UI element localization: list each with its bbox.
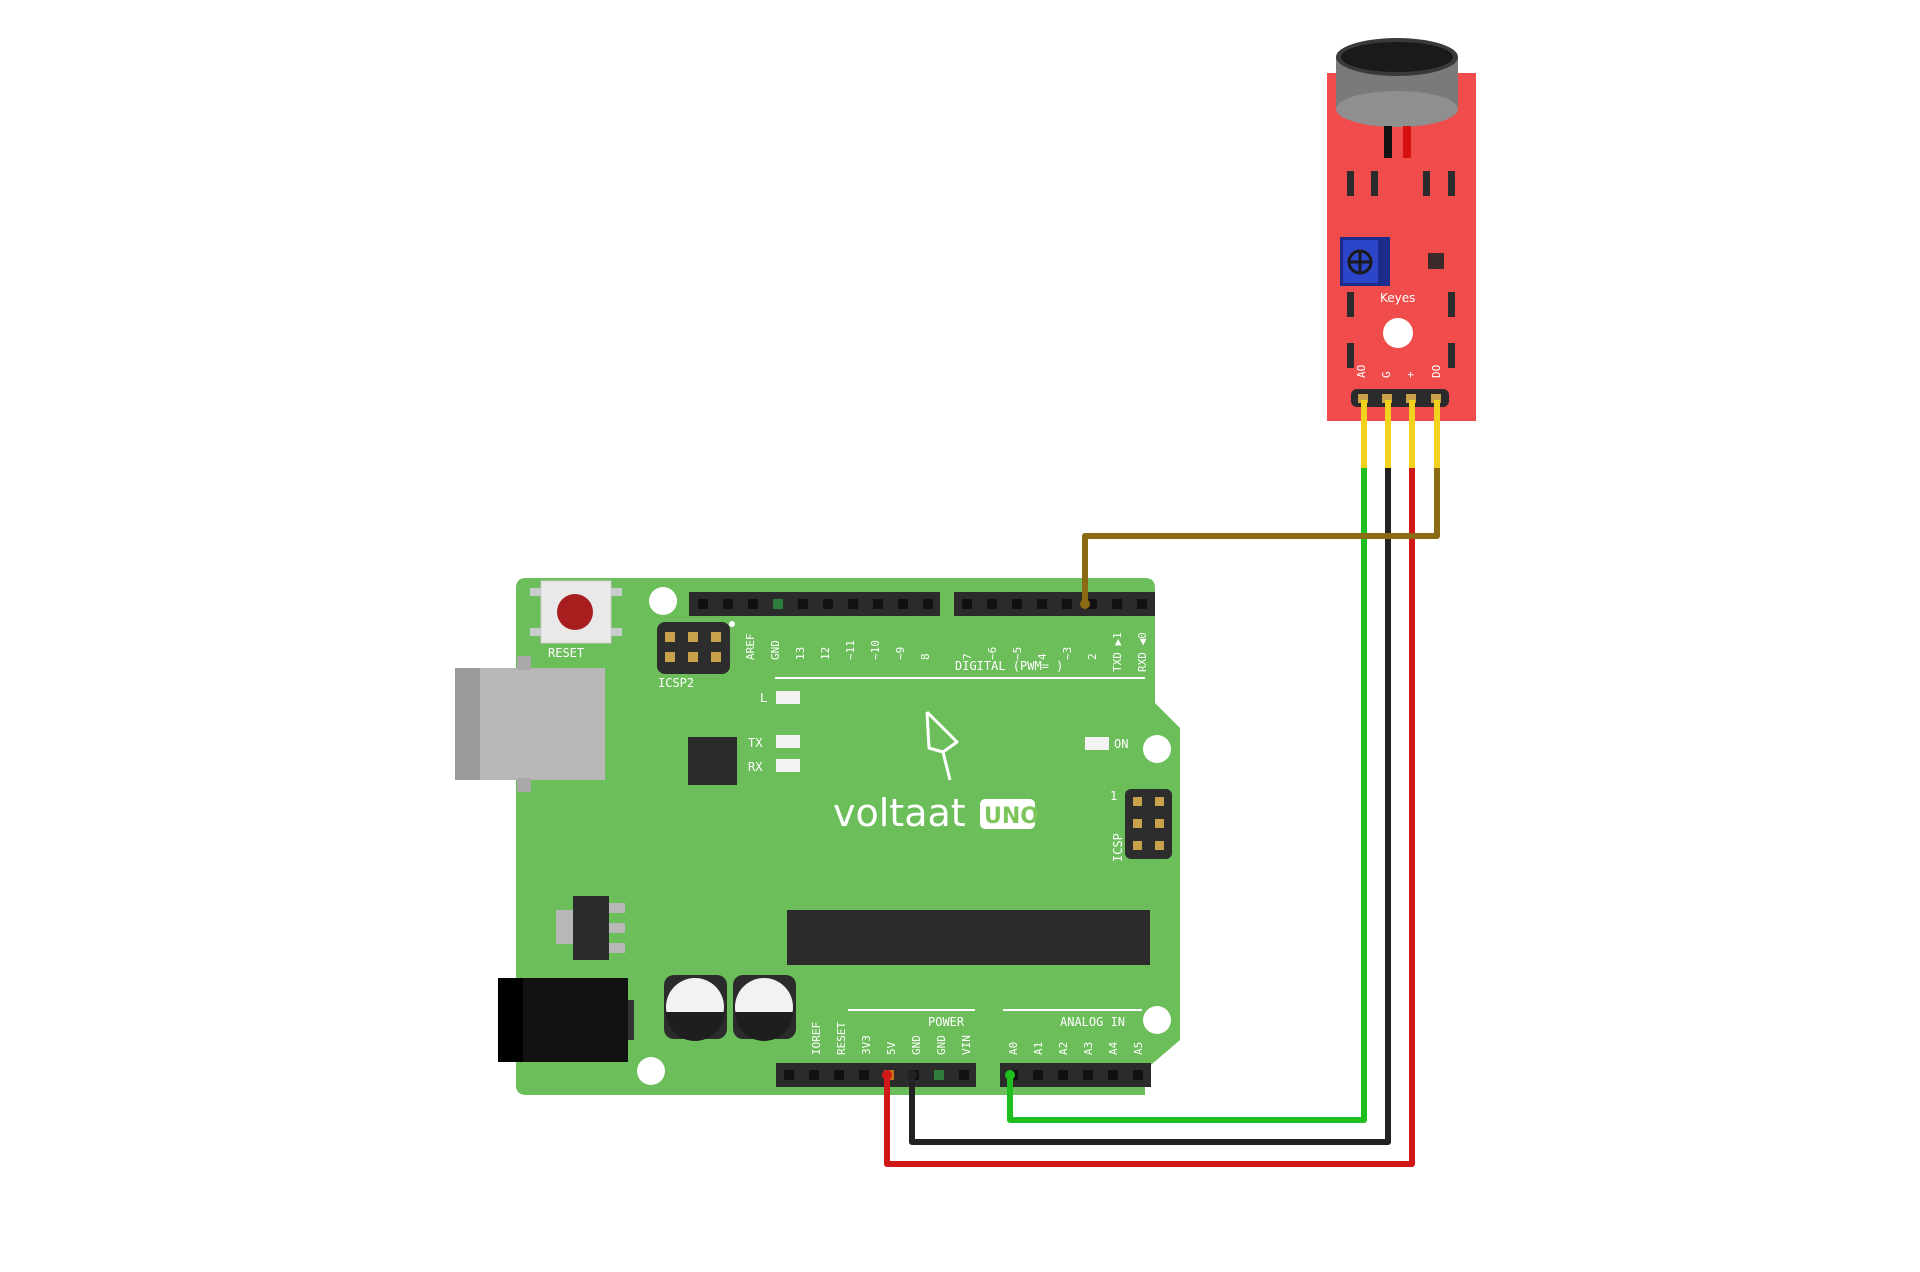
icsp2-header	[657, 621, 735, 674]
pin-label: VIN	[960, 1035, 973, 1055]
reset-button[interactable]	[530, 580, 622, 644]
smd-components	[1347, 171, 1455, 368]
pin-label: A1	[1032, 1042, 1045, 1055]
usb-connector	[455, 656, 605, 792]
pin-label: 13	[794, 647, 807, 660]
pin-label: GND	[935, 1035, 948, 1055]
module-pin-legs	[1361, 400, 1440, 468]
analog-label: ANALOG IN	[1060, 1015, 1125, 1029]
power-pin-labels: IOREF RESET 3V3 5V GND GND VIN	[810, 1022, 973, 1055]
pin-label: A2	[1057, 1042, 1070, 1055]
pin-label: 8	[919, 653, 932, 660]
analog-pin-labels: A0 A1 A2 A3 A4 A5	[1007, 1041, 1145, 1055]
pin-label: 7	[961, 653, 974, 660]
wire-power-plus-5v	[884, 468, 1415, 1167]
mount-hole	[1143, 1006, 1171, 1034]
wire-end	[882, 1070, 892, 1080]
potentiometer-icon	[1340, 237, 1390, 286]
pin-label: 3V3	[860, 1035, 873, 1055]
pin-label: 4	[1036, 653, 1049, 660]
module-pin-label: G	[1380, 371, 1393, 378]
wire-analog-ao-a0	[1007, 468, 1367, 1123]
pin-label: A4	[1107, 1041, 1120, 1055]
led-l	[776, 691, 800, 704]
digital-header-right	[954, 592, 1155, 616]
model-name: UNO	[984, 804, 1039, 829]
led-on-label: ON	[1114, 737, 1128, 751]
pin-label: GND	[910, 1035, 923, 1055]
mount-hole	[637, 1057, 665, 1085]
usb-chip	[688, 737, 737, 785]
pin-label: ~6	[986, 647, 999, 660]
pin-label: ~5	[1011, 647, 1024, 660]
led-on	[1085, 737, 1109, 750]
power-jack	[498, 978, 634, 1062]
model-badge	[980, 799, 1035, 829]
module-header	[1351, 389, 1449, 407]
mount-hole	[1143, 735, 1171, 763]
led-rx-label: RX	[748, 760, 763, 774]
digital-pin-labels-left: AREF GND 13 12 ~11 ~10 ~9 8	[744, 634, 932, 661]
microphone-icon	[1336, 38, 1458, 158]
led-rx	[776, 759, 800, 772]
pin-label: TXD ▶1	[1111, 632, 1124, 672]
pin-label: ~9	[894, 647, 907, 660]
led-l-label: L	[760, 691, 767, 705]
pin-label: A3	[1082, 1042, 1095, 1055]
wire-digital-do-d2	[1082, 468, 1440, 604]
module-brand: Keyes	[1380, 291, 1415, 305]
module-pin-label: DO	[1430, 365, 1443, 378]
pin-label: ~11	[844, 640, 857, 660]
brand-name: voltaat	[833, 791, 966, 835]
pin-label: 5V	[885, 1041, 898, 1055]
capacitor	[733, 975, 796, 1041]
power-label: POWER	[928, 1015, 965, 1029]
voltaat-logo-icon	[925, 710, 959, 781]
pin-label: ~10	[869, 640, 882, 660]
analog-header	[1000, 1063, 1151, 1087]
wires	[882, 400, 1440, 1167]
arduino-board: RESET ICSP2	[455, 578, 1180, 1095]
pin-label: A0	[1007, 1042, 1020, 1055]
voltage-regulator	[556, 896, 625, 960]
icsp-label: ICSP	[1111, 833, 1125, 862]
pin-label: ~3	[1061, 647, 1074, 660]
pin-label: RESET	[835, 1022, 848, 1055]
pin-label: 12	[819, 647, 832, 660]
module-pin-label: AO	[1355, 365, 1368, 378]
module-pin-label: +	[1404, 371, 1417, 378]
pin-label: AREF	[744, 634, 757, 661]
sound-sensor-module: Keyes AO G + DO	[1327, 38, 1476, 421]
power-header	[776, 1063, 976, 1087]
digital-pin-labels-right: 7 ~6 ~5 4 ~3 2 TXD ▶1 RXD ◀0	[961, 632, 1149, 672]
icsp-header	[1125, 789, 1172, 859]
module-mount-hole	[1383, 318, 1413, 348]
icsp-pin1-label: 1	[1110, 789, 1117, 803]
reset-label: RESET	[548, 646, 584, 660]
wire-ground-g-gnd	[909, 468, 1391, 1145]
pin-label: IOREF	[810, 1022, 823, 1055]
wire-end	[907, 1070, 917, 1080]
pin-label: A5	[1132, 1042, 1145, 1055]
icsp2-label: ICSP2	[658, 676, 694, 690]
digital-label: DIGITAL (PWM= )	[955, 659, 1063, 673]
digital-header-left	[689, 592, 940, 616]
capacitor	[664, 975, 727, 1041]
wire-end	[1005, 1070, 1015, 1080]
wire-end	[1080, 599, 1090, 609]
microcontroller-chip	[787, 910, 1150, 965]
pin-label: 2	[1086, 653, 1099, 660]
mount-hole	[649, 587, 677, 615]
pin-label: GND	[769, 640, 782, 660]
led-tx-label: TX	[748, 736, 763, 750]
board-pcb	[516, 578, 1180, 1095]
pin-label: RXD ◀0	[1136, 632, 1149, 672]
led-tx	[776, 735, 800, 748]
